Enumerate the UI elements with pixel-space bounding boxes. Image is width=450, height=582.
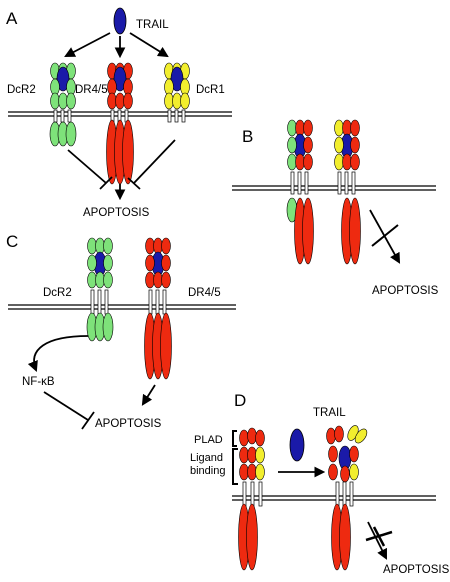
arrow-dcr2-to-nfkb bbox=[27, 335, 89, 373]
nfkb-label: NF-κB bbox=[22, 376, 55, 388]
dcr2-dr-heterocomplex-b bbox=[286, 119, 314, 265]
dcr1-label-a: DcR1 bbox=[196, 84, 225, 96]
arrow-trail-to-dcr1 bbox=[129, 32, 169, 58]
apoptosis-label-d: APOPTOSIS bbox=[383, 564, 450, 576]
apoptosis-label-a: APOPTOSIS bbox=[83, 207, 150, 219]
dcr2-label-c: DcR2 bbox=[43, 287, 72, 299]
arrow-dr-to-apoptosis-c bbox=[141, 384, 156, 406]
dcr1-dr-heterocomplex-b bbox=[334, 119, 361, 265]
dr45-receptor-c bbox=[144, 237, 172, 380]
trail-ligand-d bbox=[289, 428, 305, 462]
dcr1-receptor-a bbox=[164, 62, 190, 123]
panel-c-letter: C bbox=[6, 232, 18, 251]
panel-d-letter: D bbox=[234, 391, 246, 410]
block-cross-b bbox=[371, 224, 399, 247]
ligand-binding-label-line1: Ligand bbox=[190, 452, 223, 464]
ligand-binding-label-line2: binding bbox=[190, 465, 225, 477]
panel-b: B bbox=[232, 119, 439, 297]
apoptosis-label-b: APOPTOSIS bbox=[372, 285, 439, 297]
panel-c: C DcR2 bbox=[6, 232, 236, 430]
panel-d: D PLAD Ligand binding bbox=[190, 391, 450, 576]
dr45-label-c: DR4/5 bbox=[188, 287, 221, 299]
trail-label-d: TRAIL bbox=[313, 407, 346, 419]
ligand-binding-bracket bbox=[232, 448, 238, 485]
dr45-receptor-a bbox=[106, 62, 134, 185]
trail-ligand bbox=[113, 7, 127, 35]
preligand-receptor-complex-d bbox=[238, 427, 265, 571]
plad-label: PLAD bbox=[194, 434, 223, 446]
dcr2-receptor-c bbox=[86, 237, 114, 342]
dcr2-label-a: DcR2 bbox=[7, 84, 36, 96]
trail-label: TRAIL bbox=[136, 19, 169, 31]
apoptosis-label-c: APOPTOSIS bbox=[95, 418, 162, 430]
panel-a-letter: A bbox=[6, 9, 18, 28]
panel-b-letter: B bbox=[242, 127, 253, 146]
arrow-trail-to-dcr2 bbox=[64, 32, 111, 58]
inhibit-nfkb-to-apoptosis bbox=[43, 391, 89, 421]
inhibit-dcr2-a bbox=[67, 149, 107, 184]
blocked-arrow-d bbox=[367, 521, 387, 560]
panel-a: A TRAIL DcR2 bbox=[6, 7, 232, 219]
ligand-bound-complex-d bbox=[326, 425, 368, 571]
dcr2-receptor-a bbox=[49, 62, 77, 147]
dr45-label-a: DR4/5 bbox=[75, 84, 108, 96]
inhibit-dcr1-a bbox=[133, 139, 176, 184]
plad-bracket bbox=[232, 430, 237, 447]
